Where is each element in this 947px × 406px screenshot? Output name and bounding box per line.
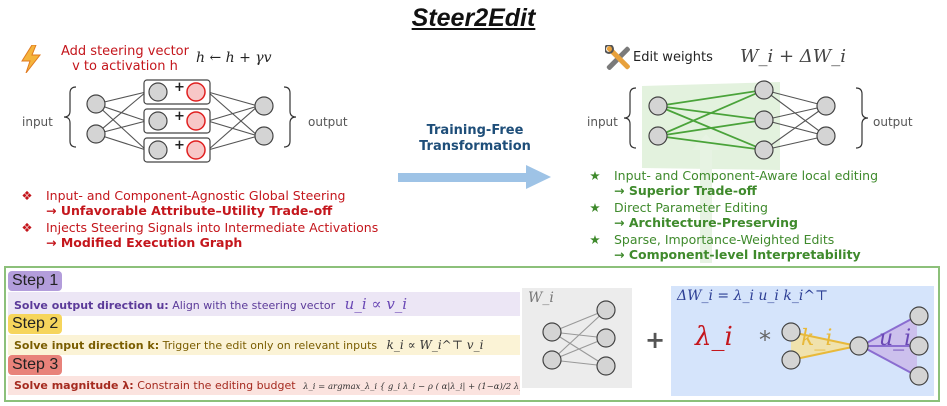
- transformation-label: Training-Free Transformation: [400, 123, 550, 155]
- plus-sign-1: +: [174, 80, 185, 95]
- diamond-bullet-icon: ❖: [21, 220, 33, 235]
- k-vector-label: k_i: [801, 326, 833, 351]
- plus-sign-2: +: [174, 109, 185, 124]
- right-bullet-text: Sparse, Importance-Weighted Edits: [614, 232, 835, 247]
- left-bullets: ❖ Input- and Component-Agnostic Global S…: [20, 188, 390, 252]
- left-bullet-text: Injects Steering Signals into Intermedia…: [46, 220, 379, 235]
- star-bullet-icon: ★: [589, 232, 601, 247]
- step-3: Step 3 Solve magnitude λ: Constrain the …: [8, 354, 520, 395]
- plus-sign-3: +: [174, 138, 185, 153]
- right-bullet-sub: → Superior Trade-off: [614, 183, 757, 198]
- step-1-description: Solve output direction u: Align with the…: [8, 292, 520, 316]
- left-bullet-text: Input- and Component-Agnostic Global Ste…: [46, 188, 346, 203]
- step-2-label: Step 2: [8, 314, 63, 334]
- transformation-line1: Training-Free: [426, 123, 524, 138]
- step-2-description: Solve input direction k: Trigger the edi…: [8, 335, 520, 355]
- plus-operator: +: [645, 326, 666, 354]
- weight-matrix-label: W_i: [528, 290, 554, 306]
- step-2-desc: Trigger the edit only on relevant inputs: [162, 339, 378, 352]
- delta-weight-equation: ΔW_i = λ_i u_i k_i^⊤: [677, 288, 829, 304]
- left-network-diagram: [63, 79, 297, 163]
- star-bullet-icon: ★: [589, 168, 601, 183]
- transformation-line2: Transformation: [419, 139, 531, 154]
- step-3-bold: Solve magnitude λ:: [14, 379, 134, 392]
- right-output-label: output: [873, 115, 913, 129]
- edit-weights-equation: W_i + ΔW_i: [740, 46, 846, 67]
- left-output-label: output: [308, 115, 348, 129]
- right-input-label: input: [587, 115, 618, 129]
- delta-weight-network: [781, 306, 929, 386]
- star-bullet-icon: ★: [589, 200, 601, 215]
- steering-header: Add steering vector v to activation h: [40, 44, 210, 74]
- step-3-desc: Constrain the editing budget: [137, 379, 296, 392]
- step-3-label: Step 3: [8, 355, 63, 375]
- step-1-desc: Align with the steering vector: [172, 299, 336, 312]
- step-3-description: Solve magnitude λ: Constrain the editing…: [8, 376, 520, 395]
- edit-weights-label: Edit weights: [633, 50, 713, 65]
- steering-equation: h ← h + γv: [196, 50, 272, 66]
- edit-weights-equation-text: W_i + ΔW_i: [740, 46, 847, 67]
- right-bullet-sub: → Component-level Interpretability: [614, 247, 861, 262]
- right-bullet-item: ★ Sparse, Importance-Weighted Edits → Co…: [588, 232, 908, 262]
- step-1-bold: Solve output direction u:: [14, 299, 169, 312]
- step-3-formula: λ_i = argmax_λ_i { g_i λ_i − ρ ( α|λ_i| …: [303, 382, 520, 392]
- step-2-formula: k_i ∝ W_i^⊤ v_i: [386, 338, 484, 352]
- left-input-label: input: [22, 115, 53, 129]
- weight-matrix-panel: W_i: [522, 288, 632, 388]
- left-bullet-item: ❖ Injects Steering Signals into Intermed…: [20, 220, 390, 250]
- step-2-bold: Solve input direction k:: [14, 339, 160, 352]
- lambda-symbol: λ_i: [695, 322, 733, 352]
- right-bullet-sub: → Architecture-Preserving: [614, 215, 798, 230]
- left-bullet-sub: → Modified Execution Graph: [46, 235, 243, 250]
- step-2: Step 2 Solve input direction k: Trigger …: [8, 313, 520, 355]
- right-network-diagram: [623, 80, 868, 263]
- page-title: Steer2Edit: [411, 4, 536, 32]
- transformation-arrow-icon: [398, 165, 551, 189]
- left-bullet-sub: → Unfavorable Attribute–Utility Trade-of…: [46, 203, 333, 218]
- steps-frame: [4, 266, 940, 402]
- step-1: Step 1 Solve output direction u: Align w…: [8, 270, 520, 316]
- diamond-bullet-icon: ❖: [21, 188, 33, 203]
- tools-icon: [604, 44, 631, 71]
- lightning-icon: [20, 44, 42, 74]
- delta-weight-panel: ΔW_i = λ_i u_i k_i^⊤ λ_i * k_i u_i: [671, 286, 934, 396]
- steering-header-line2: v to activation h: [72, 59, 178, 74]
- right-bullet-text: Input- and Component-Aware local editing: [614, 168, 879, 183]
- right-bullets: ★ Input- and Component-Aware local editi…: [588, 168, 908, 264]
- right-bullet-text: Direct Parameter Editing: [614, 200, 768, 215]
- step-1-formula: u_i ∝ v_i: [344, 295, 408, 313]
- steering-header-line1: Add steering vector: [61, 44, 189, 59]
- step-1-label: Step 1: [8, 271, 63, 291]
- weight-matrix-network: [542, 300, 616, 376]
- right-bullet-item: ★ Input- and Component-Aware local editi…: [588, 168, 908, 198]
- multiply-star: *: [759, 326, 771, 354]
- right-bullet-item: ★ Direct Parameter Editing → Architectur…: [588, 200, 908, 230]
- u-vector-label: u_i: [879, 326, 912, 351]
- left-bullet-item: ❖ Input- and Component-Agnostic Global S…: [20, 188, 390, 218]
